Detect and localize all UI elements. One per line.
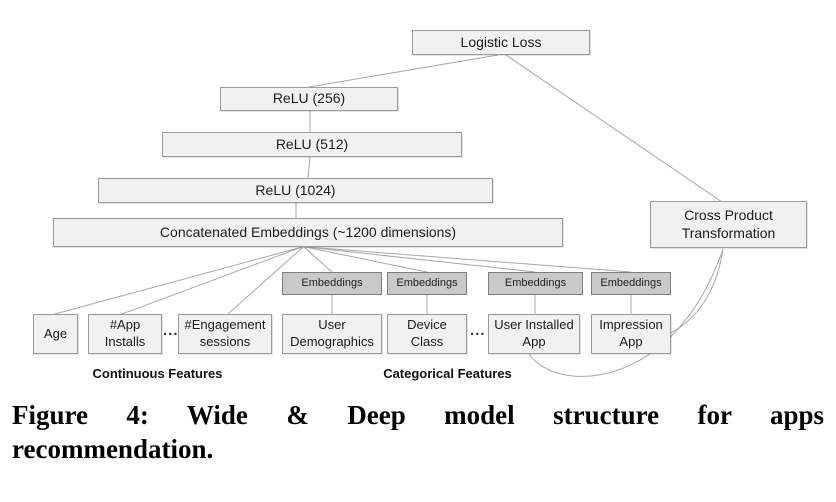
node-app-installs: #App Installs (88, 314, 162, 354)
node-age: Age (33, 314, 78, 354)
node-relu-1024: ReLU (1024) (98, 178, 493, 203)
ellipsis-continuous: ... (163, 322, 179, 339)
label-categorical-features: Categorical Features (383, 366, 512, 381)
caption-line-2: recommendation. (12, 434, 214, 464)
node-user-installed-app: User Installed App (488, 314, 580, 354)
caption-line-1: Figure 4: Wide & Deep model structure fo… (12, 400, 824, 430)
node-relu-256: ReLU (256) (220, 87, 398, 111)
node-impression-app: Impression App (591, 314, 671, 354)
node-embeddings-2: Embeddings (387, 272, 467, 295)
node-embeddings-1: Embeddings (282, 272, 382, 295)
node-embeddings-3: Embeddings (488, 272, 583, 295)
ellipsis-categorical: ... (470, 322, 486, 339)
node-user-demographics: User Demographics (282, 314, 382, 354)
node-concatenated-embeddings: Concatenated Embeddings (~1200 dimension… (53, 218, 563, 247)
node-cross-product-transformation: Cross Product Transformation (650, 201, 807, 248)
node-device-class: Device Class (387, 314, 467, 354)
node-relu-512: ReLU (512) (162, 132, 462, 157)
node-embeddings-4: Embeddings (591, 272, 671, 295)
node-logistic-loss: Logistic Loss (412, 30, 590, 55)
figure-caption: Figure 4: Wide & Deep model structure fo… (12, 398, 824, 466)
node-engagement-sessions: #Engagement sessions (178, 314, 272, 354)
label-continuous-features: Continuous Features (92, 366, 223, 381)
